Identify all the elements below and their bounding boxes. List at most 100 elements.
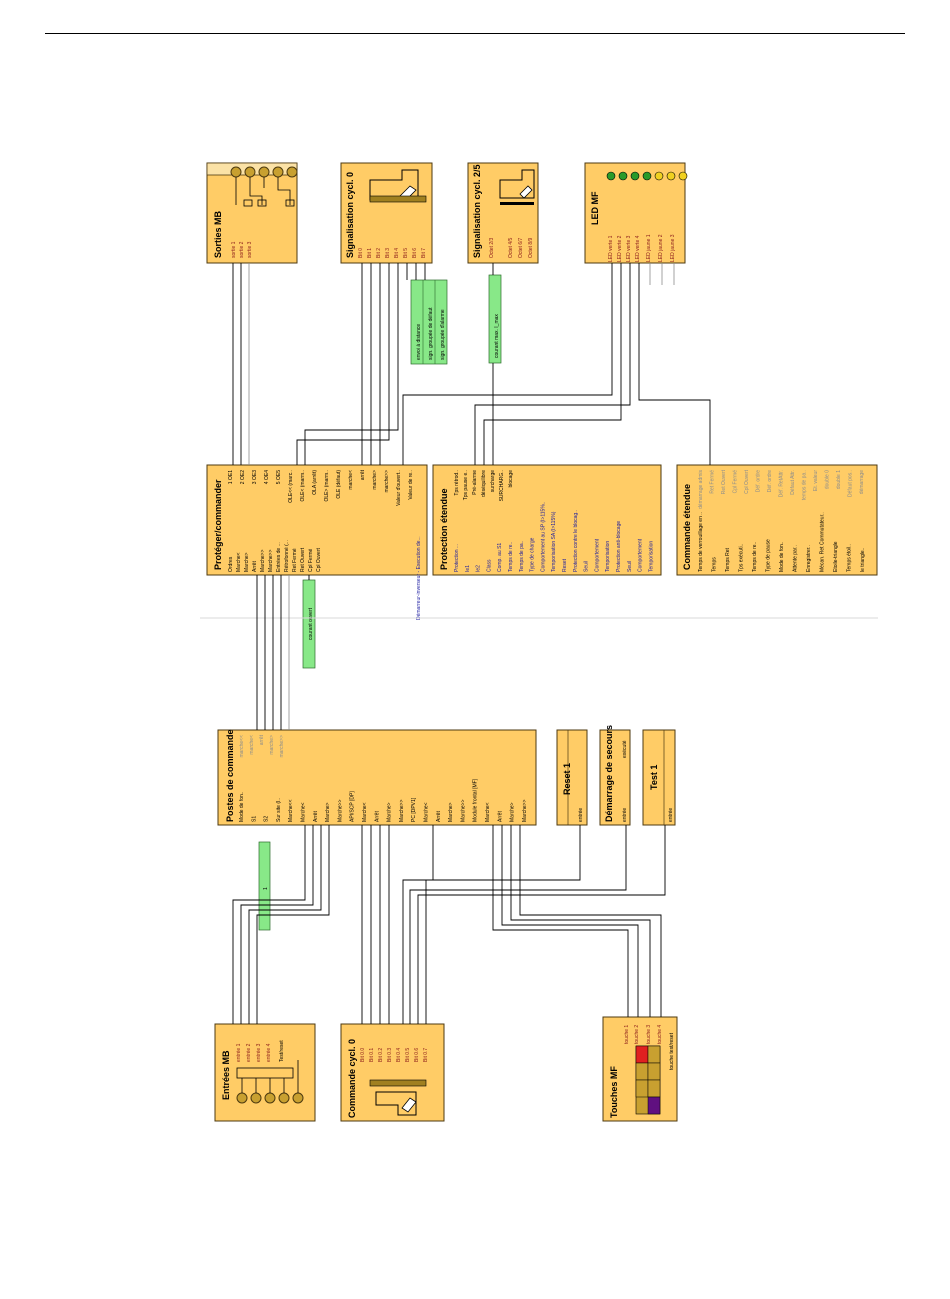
port-label: Bit 5 xyxy=(403,248,409,258)
port-label: blocage xyxy=(508,470,514,488)
port-label: Marche> xyxy=(448,802,454,822)
port-label: Attente par.. xyxy=(793,545,799,572)
port-label: 4 OE4 xyxy=(264,470,270,484)
port-label: Marche> xyxy=(510,802,516,822)
port-label: Marche>> xyxy=(460,799,466,822)
port-label: Défaut pos.. xyxy=(848,470,854,497)
port-label: Marche>> xyxy=(268,549,274,572)
port-label: LED jaune 2 xyxy=(658,234,664,262)
input-symbol-icon xyxy=(236,1060,304,1104)
bus-device-icon xyxy=(499,169,535,205)
block-title: Signalisation cycl. 0 xyxy=(345,172,355,258)
annotation-text: envoi à distance xyxy=(416,324,422,360)
block-test-1[interactable]: Test 1 entrée xyxy=(642,729,676,826)
port-label: Test/reset xyxy=(279,1040,285,1062)
port-label: double 0 xyxy=(825,470,831,489)
port-label: Déf. RetAttr. xyxy=(779,470,785,497)
connection-wires xyxy=(232,263,711,1024)
port-label: Défaut Attr. xyxy=(790,470,796,495)
port-label: marche< xyxy=(348,470,354,490)
port-label: Sur site (I.. xyxy=(276,798,282,822)
port-label: LED jaune 3 xyxy=(670,234,676,262)
annotation-text: sign. groupée d'alarme xyxy=(440,309,446,360)
relay-symbol-icon xyxy=(230,166,298,207)
port-label: entrée 3 xyxy=(256,1043,262,1062)
port-label: double 1 xyxy=(836,470,842,489)
port-label: S2 xyxy=(264,816,270,822)
bus-device-icon xyxy=(369,1079,427,1116)
port-label: Bit 0.2 xyxy=(378,1048,384,1062)
port-label: entrée xyxy=(578,808,584,822)
block-sorties-mb[interactable]: Sorties MB sortie 1 sortie 2 sortie 3 xyxy=(206,162,298,264)
port-label: marche>> xyxy=(384,470,390,493)
port-label: Marche>> xyxy=(260,549,266,572)
block-signalisation-cycl-0[interactable]: Signalisation cycl. 0 Bit 0 Bit 1 Bit 2 … xyxy=(340,162,433,264)
block-title: Commande étendue xyxy=(682,484,692,570)
port-label: touche 2 xyxy=(634,1025,640,1044)
block-demarrage-de-secours[interactable]: Démarrage de secours entrée exécuté xyxy=(599,725,631,826)
block-reset-1[interactable]: Reset 1 entrée xyxy=(556,729,588,826)
led-icon xyxy=(606,171,688,181)
port-label: Marche<< xyxy=(288,799,294,822)
port-label: Bit 7 xyxy=(421,248,427,258)
bus-device-icon xyxy=(369,169,427,203)
port-label: arrêt xyxy=(259,734,265,745)
block-touches-mf[interactable]: Touches MF touche 1 touche 2 touche 3 to… xyxy=(602,1016,678,1122)
green-annotation-signals: envoi à distance sign. groupée de défaut… xyxy=(410,279,448,365)
port-label: Marche>> xyxy=(337,799,343,822)
port-label: Marche< xyxy=(236,552,242,572)
port-label: LED verte 4 xyxy=(635,235,641,262)
port-label: marche<< xyxy=(239,735,245,758)
block-led-mf[interactable]: LED MF LED verte 1 LED verte 2 LED verte… xyxy=(584,162,688,264)
port-label: OLE (défaut) xyxy=(336,470,342,499)
port-label: Cpl Fermé xyxy=(308,548,314,572)
port-label: Temps étoil.. xyxy=(847,544,853,572)
port-label: touche 4 xyxy=(657,1025,663,1044)
port-label: OLA (arrêt) xyxy=(312,470,318,495)
port-label: arrêt xyxy=(360,469,366,480)
port-label: Ret Ouvert xyxy=(300,547,306,572)
port-label: Bit 6 xyxy=(412,248,418,258)
port-label: OLE> (marm.. xyxy=(324,470,330,502)
port-label: Bit 0.1 xyxy=(369,1048,375,1062)
port-label: Pré-alarme xyxy=(472,470,478,495)
port-label: Comportement xyxy=(638,538,644,572)
port-label: Arrêt xyxy=(436,811,442,822)
port-label: Mode de fon.. xyxy=(779,541,785,572)
port-label: Arrêt xyxy=(374,811,380,822)
port-label: Mécan. Ret Commutateur.. xyxy=(820,512,826,572)
port-label: Ret Fermé xyxy=(710,470,716,494)
port-label: Marche> xyxy=(387,802,393,822)
port-label: Bit 0.3 xyxy=(387,1048,393,1062)
port-label: S1 xyxy=(251,816,257,822)
port-label: Cpl Ouvert xyxy=(316,547,322,572)
port-label: Mode de fon.. xyxy=(239,791,245,822)
port-label: Temps de verrouillage en .. xyxy=(698,512,704,572)
port-label: Entrées de ... xyxy=(276,542,282,572)
port-label: Bit 0.4 xyxy=(396,1048,402,1062)
port-label: OLE< (marm.. xyxy=(300,470,306,502)
annotation-text: courant max. I_max xyxy=(494,314,500,358)
port-label: 1 OE1 xyxy=(228,470,234,484)
port-label: Temps Ret xyxy=(725,547,731,572)
port-label: Ie1 xyxy=(465,565,471,572)
port-label: Marche> xyxy=(244,552,250,572)
port-label: Seuil xyxy=(627,561,633,572)
annotation-text: courant ouvert xyxy=(308,607,314,640)
port-label: Comp. au S1 xyxy=(497,543,503,572)
port-label: LED verte 3 xyxy=(626,235,632,262)
port-label: LED verte 2 xyxy=(617,235,623,262)
port-label: Protection anti-blocage xyxy=(616,521,622,572)
block-signalisation-cycl-2[interactable]: Signalisation cycl. 2/5 Octet 2/3 Octet … xyxy=(467,162,539,264)
port-label: API/SCP [DP] xyxy=(350,791,356,822)
block-entrees-mb[interactable]: Entrées MB entrée 1 entrée 2 entrée 3 en… xyxy=(214,1023,316,1122)
port-label: Bit 3 xyxy=(385,248,391,258)
block-commande-etendue[interactable]: Commande étendue Temps de verrouillage e… xyxy=(676,464,878,576)
port-label: Rétrofonné (... xyxy=(284,540,290,572)
port-label: Tps pause e.. xyxy=(463,470,469,500)
